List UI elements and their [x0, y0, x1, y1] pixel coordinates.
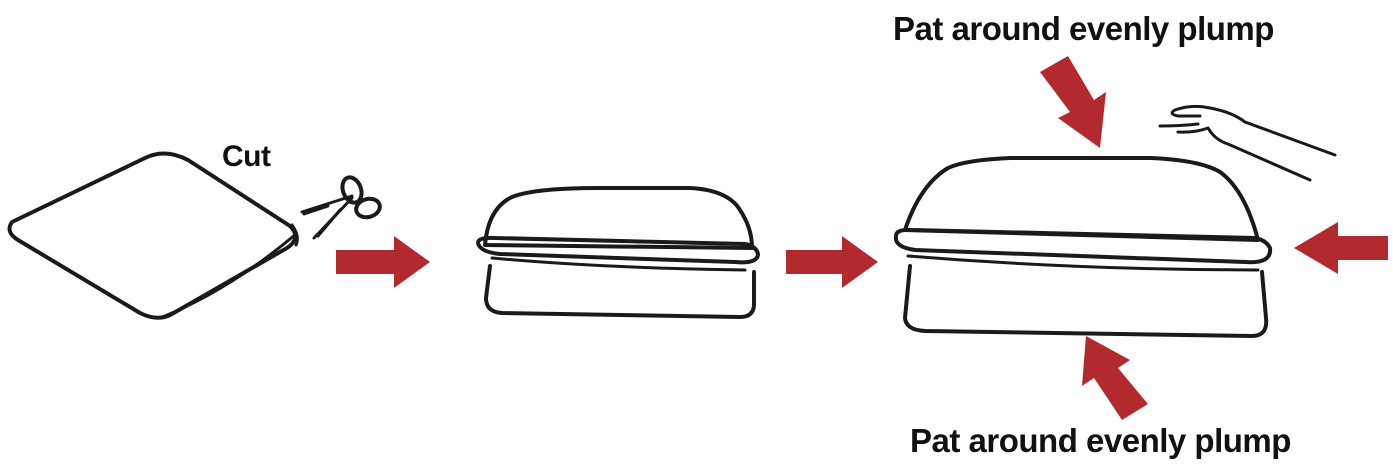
- arrow-icon: [1040, 56, 1106, 148]
- flat-pillow: [10, 153, 298, 318]
- scissors-icon: [302, 175, 382, 238]
- hand-icon: [1160, 106, 1335, 180]
- plump-pillow: [896, 158, 1270, 336]
- pat-instruction-bottom: Pat around evenly plump: [910, 422, 1291, 460]
- arrow-icon: [1294, 222, 1388, 274]
- arrow-icon: [786, 236, 878, 288]
- arrow-icon: [1082, 336, 1148, 420]
- arrow-icon: [336, 236, 430, 288]
- pat-instruction-top: Pat around evenly plump: [893, 10, 1274, 48]
- expanding-pillow: [478, 188, 758, 317]
- cut-label: Cut: [222, 140, 270, 174]
